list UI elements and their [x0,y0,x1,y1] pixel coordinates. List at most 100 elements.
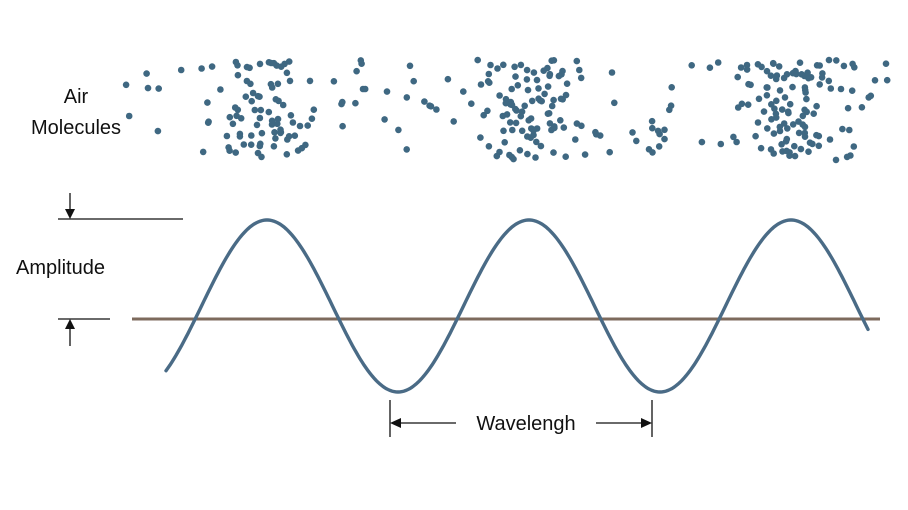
air-molecule [815,142,823,150]
air-molecule [548,57,555,64]
air-molecule [668,84,675,91]
air-molecule [524,133,531,140]
air-molecule [155,85,162,92]
air-molecule [778,106,786,113]
air-molecule [882,60,890,67]
air-molecule [799,121,806,128]
air-molecule [849,60,856,68]
air-molecule [444,75,452,83]
air-molecule [517,61,525,69]
air-molecule [557,95,565,103]
air-molecule [484,107,491,115]
air-molecule [502,95,510,103]
air-molecule [801,86,809,94]
air-molecule [688,62,695,69]
air-molecule [813,62,821,69]
air-molecule [883,76,891,84]
air-molecule [706,64,714,71]
air-molecule [287,112,295,119]
air-molecule [484,78,492,85]
air-molecule [352,99,359,107]
air-molecule [833,57,840,64]
air-molecule [516,147,524,154]
air-molecule [480,111,488,119]
air-molecule [225,144,232,151]
air-molecule [784,125,791,132]
air-molecule [558,71,565,78]
air-molecule [254,92,262,100]
air-molecule [649,124,656,132]
air-molecule [296,122,304,130]
air-molecule [256,142,264,150]
air-molecule [310,106,318,113]
wavelength-label: Wavelengh [476,413,575,435]
air-molecule [654,127,662,135]
air-molecule [714,59,722,66]
air-molecule [535,85,542,92]
air-molecule [698,138,706,146]
air-molecule [289,119,297,126]
air-molecule [524,86,532,94]
air-molecule [533,76,541,84]
air-molecule [734,104,742,111]
air-molecule [764,84,771,91]
air-molecule [339,122,346,130]
air-molecule [633,137,640,145]
amplitude-annotation [58,193,183,346]
air-molecule [234,71,242,79]
air-molecule [611,99,618,107]
air-molecule [730,133,737,141]
air-molecule [546,72,553,80]
air-molecule [768,101,775,108]
air-molecule [251,106,259,114]
air-molecule [776,127,784,135]
air-molecule [427,103,435,110]
air-molecule [518,108,526,115]
air-molecule [572,136,579,143]
air-molecule [562,91,570,99]
air-molecule [795,129,803,137]
air-molecule [743,66,751,73]
air-molecule [232,149,239,156]
air-molecule [501,139,509,146]
air-molecule [249,89,257,97]
air-molecule [268,84,276,91]
air-molecule [781,94,789,101]
air-molecule [578,122,585,130]
air-molecule [381,116,388,123]
air-molecule [797,145,805,153]
air-molecule [508,101,516,109]
air-molecule [563,80,571,87]
air-molecule [783,71,791,78]
air-molecule [223,132,231,140]
air-molecule [733,138,740,146]
air-molecule [538,97,545,105]
air-molecule [648,117,656,125]
air-molecule [734,73,741,81]
air-molecule [275,97,282,105]
air-molecule [843,153,851,161]
air-molecule [285,58,293,65]
air-molecule [784,108,792,115]
air-molecule [232,58,240,66]
air-molecule [509,126,516,134]
air-molecule [858,104,866,111]
air-molecule [581,151,589,158]
air-molecule [258,129,266,137]
air-molecule [667,102,675,109]
air-molecule [500,61,507,69]
wavelength-right-arrow-icon [641,418,652,428]
air-molecule [562,153,569,160]
air-molecule [744,101,752,108]
air-molecule [801,133,809,140]
air-molecule [512,73,519,80]
air-molecule [763,92,771,99]
air-molecule [560,124,568,131]
air-molecule [757,144,765,152]
air-molecule [737,64,745,71]
air-molecule [606,148,613,156]
air-molecule [661,135,668,143]
air-molecule [544,83,552,90]
air-molecule [236,133,244,140]
air-molecule [485,70,493,78]
